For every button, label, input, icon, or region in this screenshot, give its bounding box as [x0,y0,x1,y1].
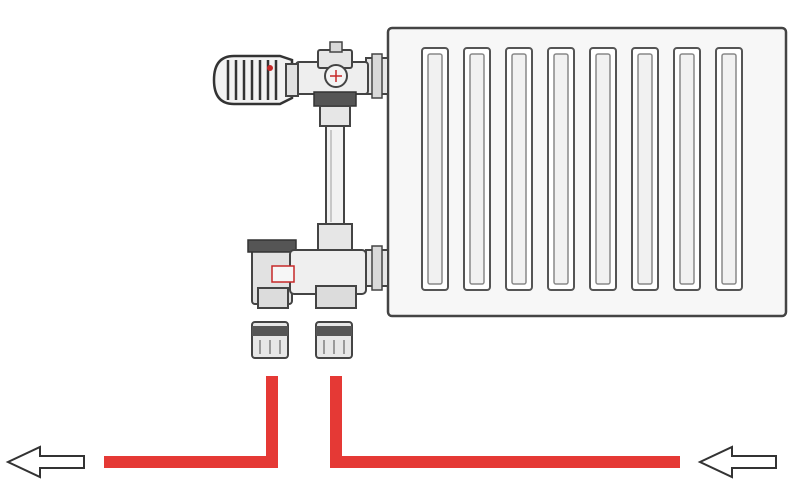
valve-body-icon [247,223,389,309]
radiator [386,26,788,318]
radiator-fin-inner [427,53,443,285]
radiator-fins [421,47,743,291]
return-flow-arrow [5,445,85,479]
radiator-fin-inner [469,53,485,285]
radiator-fin-inner [595,53,611,285]
thermostatic-valve-body [295,41,369,127]
supply-flow-arrow [697,445,777,479]
nut-fitting-icon [251,321,353,359]
vertical-tube [325,125,345,227]
thermostatic-head-icon [212,54,299,106]
pipes [104,376,680,468]
radiator-fin-inner [511,53,527,285]
return-pipe [104,376,278,468]
radiator-fin-inner [679,53,695,285]
supply-pipe [330,376,680,468]
radiator-fin-inner [721,53,737,285]
radiator-fin-inner [637,53,653,285]
radiator-fin-inner [553,53,569,285]
upper-connection-nut [365,53,389,99]
